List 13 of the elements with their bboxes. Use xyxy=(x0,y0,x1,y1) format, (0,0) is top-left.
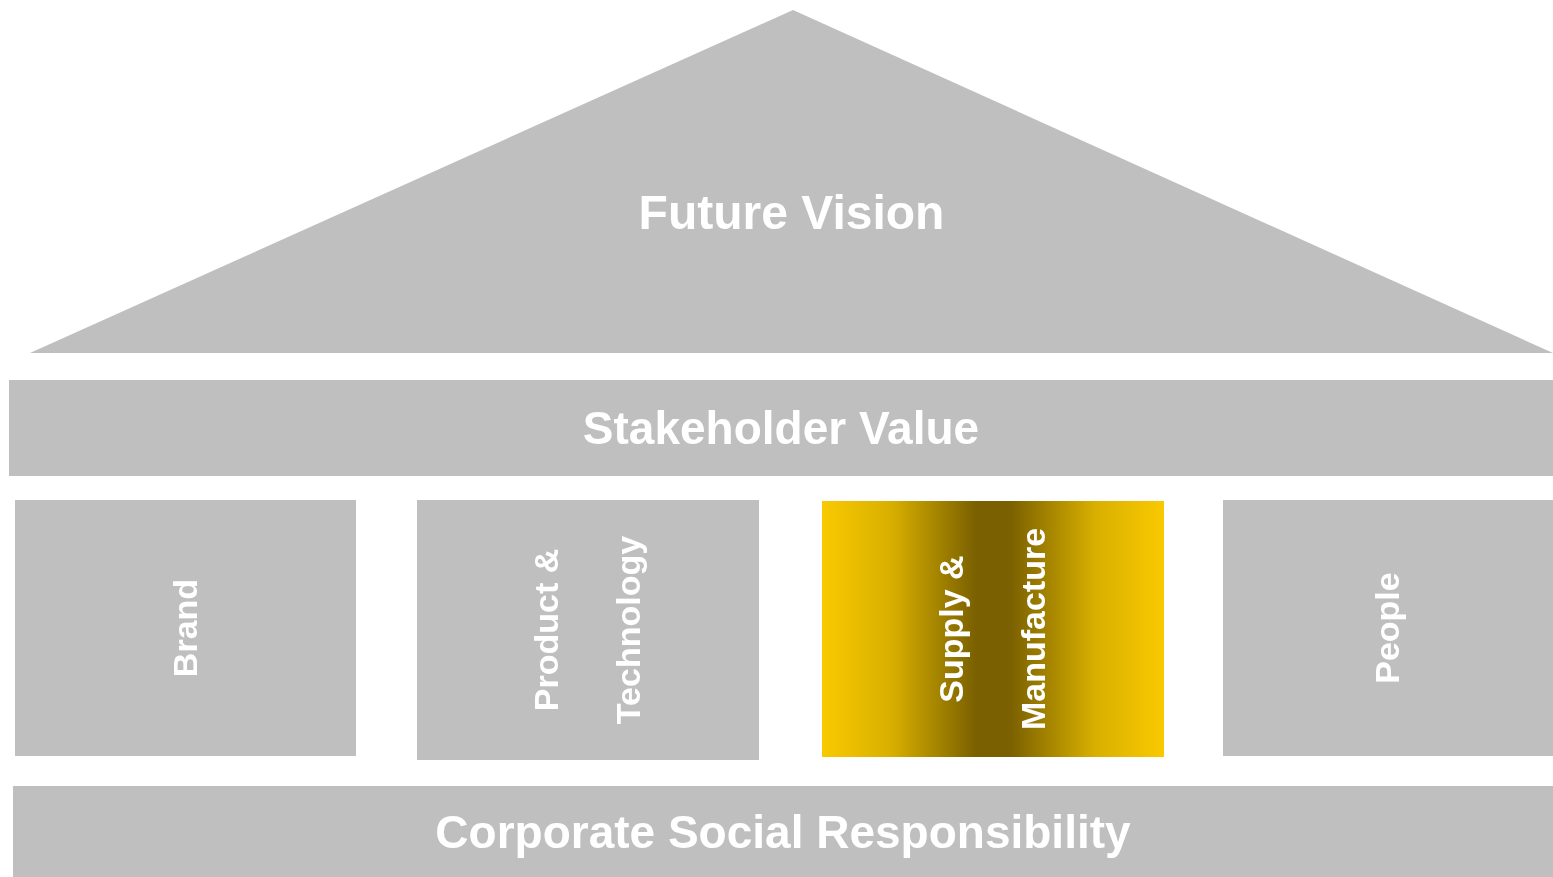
pillar-label: Brand xyxy=(164,577,205,680)
heading-label: Stakeholder Value xyxy=(581,401,981,455)
heading-label: Future Vision xyxy=(637,185,946,240)
pillar-box xyxy=(1223,500,1553,756)
pillar-label: Product & Technology xyxy=(526,534,648,727)
pillar-label: Supply & Manufacture xyxy=(931,526,1053,733)
heading-label: Corporate Social Responsibility xyxy=(434,804,1132,859)
pillar-label: People xyxy=(1367,571,1408,686)
pillar-box xyxy=(15,500,356,756)
beam-band xyxy=(9,380,1553,476)
pillar-box xyxy=(417,500,759,760)
foundation-band xyxy=(13,786,1553,877)
highlighted-pillar-box xyxy=(822,501,1164,757)
